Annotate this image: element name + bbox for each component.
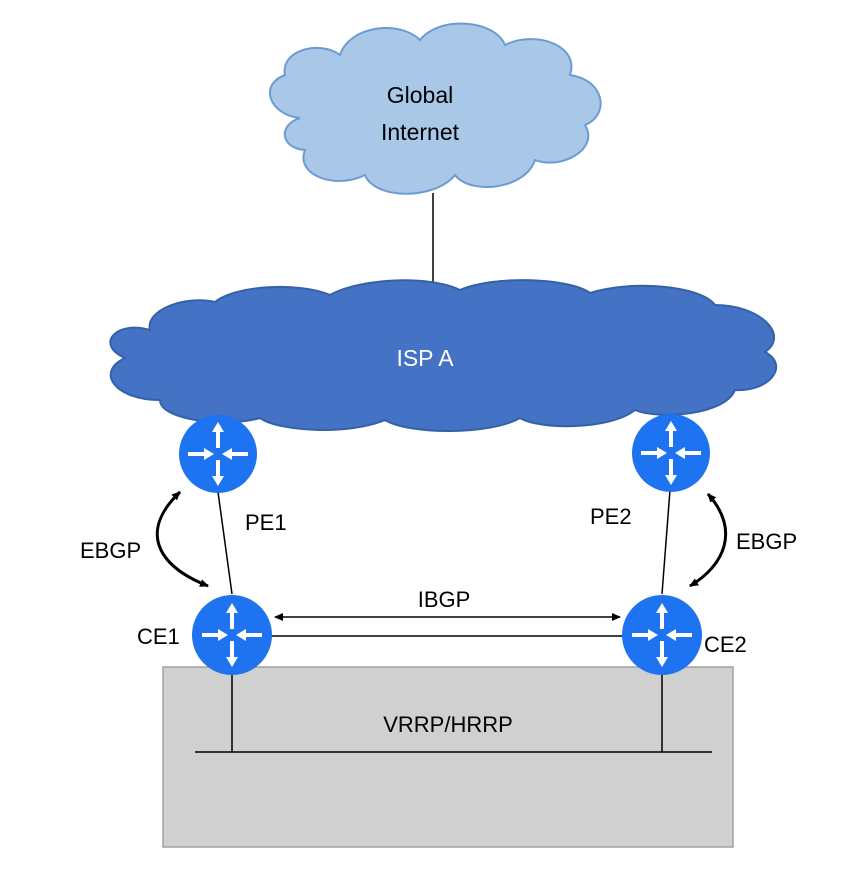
- ce2-label: CE2: [704, 632, 747, 657]
- ibgp-label: IBGP: [418, 587, 471, 612]
- lan-box: [162, 666, 734, 848]
- pe2-ce2-link: [661, 489, 671, 595]
- ce1-label: CE1: [137, 624, 180, 649]
- isp-a-cloud: ISP A: [109, 279, 778, 432]
- internet-label-line2: Internet: [381, 119, 460, 145]
- pe1-label: PE1: [245, 510, 287, 535]
- ebgp-right-arrow: [689, 493, 727, 588]
- router-ce1: [192, 595, 272, 675]
- internet-label-line1: Global: [387, 82, 453, 108]
- ebgp-right-label: EBGP: [736, 529, 797, 554]
- ebgp-left-label: EBGP: [80, 538, 141, 563]
- lan-label: VRRP/HRRP: [383, 712, 513, 737]
- global-internet-cloud: Global Internet: [268, 22, 602, 195]
- pe2-label: PE2: [590, 504, 632, 529]
- pe1-ce1-link: [217, 491, 233, 595]
- isp-label: ISP A: [396, 345, 454, 371]
- ebgp-left-arrow: [155, 490, 209, 588]
- router-pe1: [179, 415, 257, 493]
- router-pe2: [632, 414, 710, 492]
- router-ce2: [622, 595, 702, 675]
